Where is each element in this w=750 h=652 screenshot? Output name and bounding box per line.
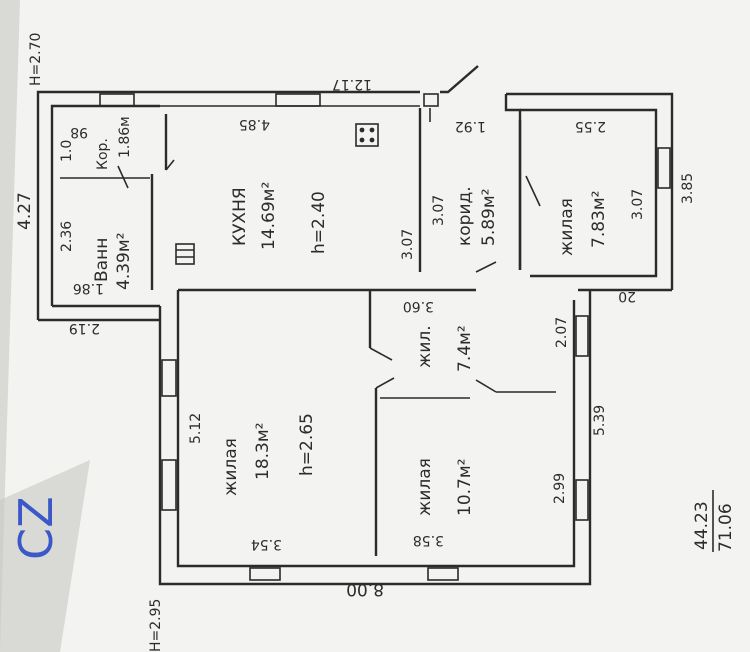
height-bottom-label: H=2.95 [148,599,164,652]
kitchen-area: 14.69м² [259,182,279,250]
living-small-dim-a: 3.60 [403,298,434,314]
living-big-dim-a: 5.12 [188,413,204,444]
bath-area: 4.39м² [114,233,134,291]
corridor-small-name: Кор. [95,138,111,170]
total-area: 71.06 [716,503,736,552]
living-small-dim-b: 2.07 [554,317,570,348]
kitchen-dim-a: 4.85 [239,116,270,132]
corridor-name: корид. [455,186,475,246]
height-top-label: H=2.70 [28,33,44,86]
corridor-small-dim-a: 1.0 [59,140,75,162]
stamp-mark: CZ [9,496,63,560]
living-small-area: 7.4м² [455,325,475,372]
dim-left-top: 4.27 [15,192,35,230]
living-big-dim-b: 3.54 [251,536,282,552]
corridor-dim-a: 3.07 [431,195,447,226]
dim-right-mid: 20 [618,288,636,304]
internal-walls [60,108,556,556]
bedroom-bottom-name: жилая [415,458,435,516]
bath-dim-b: 1.86 [73,280,104,296]
bedroom-bottom-dim-a: 3.58 [413,532,444,548]
bath-name: Ванн [92,238,112,282]
bedroom-top-right-dim-b: 3.07 [630,189,646,220]
corridor-small-area: 1.86м [117,116,133,158]
kitchen-dim-b: 3.07 [400,229,416,260]
corridor-dim-b: 1.92 [455,118,486,134]
paper-shadow [0,460,90,652]
kitchen-name: КУХНЯ [230,187,250,246]
windows [99,93,671,581]
corridor-area: 5.89м² [479,189,499,247]
living-big-area: 18.3м² [253,423,273,481]
radiator-icon [175,243,195,265]
dim-right: 5.39 [592,405,608,436]
total-living-area: 44.23 [692,501,712,550]
bath-dim-a: 2.36 [59,221,75,252]
living-small-name: жил. [415,325,435,368]
bedroom-top-right-area: 7.83м² [589,191,609,249]
bedroom-bottom-area: 10.7м² [455,459,475,517]
living-big-name: жилая [221,438,241,496]
kitchen-height: h=2.40 [309,191,329,254]
bedroom-bottom-dim-b: 2.99 [552,473,568,504]
stove-icon [355,123,379,147]
bedroom-top-right-name: жилая [557,198,577,256]
living-big-height: h=2.65 [297,413,317,476]
dim-left-mid: 2.19 [69,320,100,336]
bedroom-top-right-dim-a: 2.55 [575,118,606,134]
dim-right-top: 3.85 [680,173,696,204]
dim-top-right: 12.17 [332,76,372,92]
dim-bottom: 8.00 [346,579,384,599]
corridor-small-dim-b: 98 [70,124,88,140]
